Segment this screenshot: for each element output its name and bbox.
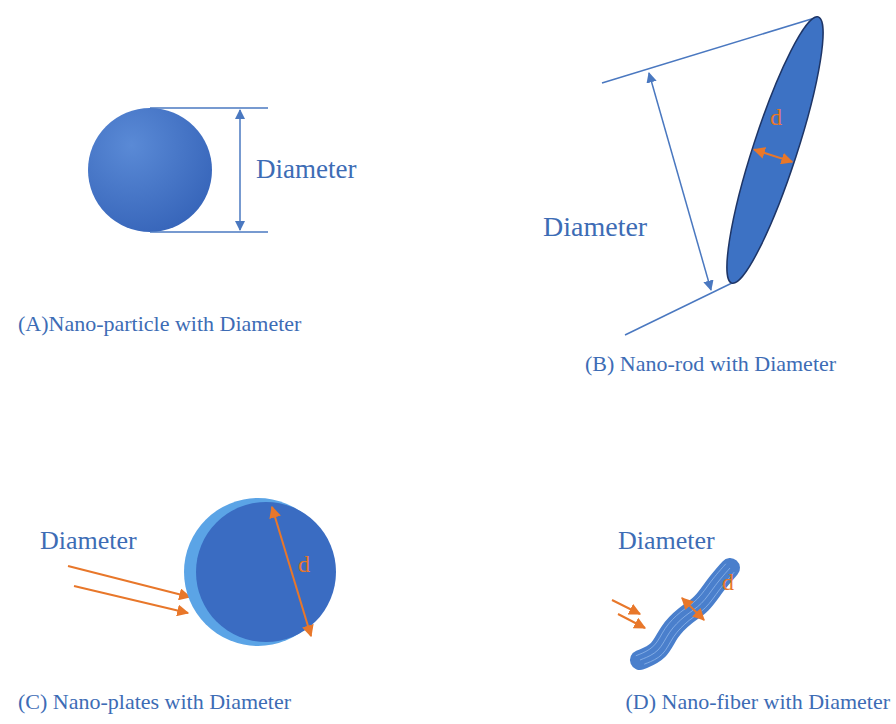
figure-caption: (B) Nano-rod with Diameter xyxy=(585,352,836,376)
fiber-strand xyxy=(644,572,734,664)
figure-caption: (C) Nano-plates with Diameter xyxy=(18,690,291,714)
extension-line xyxy=(150,231,268,233)
dimension-label: Diameter xyxy=(256,155,356,185)
extension-line xyxy=(150,107,268,109)
dimension-label: Diameter xyxy=(543,212,647,243)
leader-arrow xyxy=(612,600,640,614)
leader-arrow xyxy=(68,566,190,597)
plate-face xyxy=(196,502,336,642)
width-arrow xyxy=(754,150,792,162)
nanorod-outline xyxy=(700,5,850,305)
dimension-symbol: d xyxy=(298,552,310,576)
nanoplate: d xyxy=(180,490,350,660)
diameter-arrow xyxy=(682,598,704,620)
nanofiber: d xyxy=(630,560,750,670)
dimension-arrow xyxy=(649,73,711,290)
nanoparticle xyxy=(88,108,212,232)
dimension-symbol: d xyxy=(770,105,782,129)
dimension-label: Diameter xyxy=(40,527,137,556)
dimension-symbol: d xyxy=(722,570,734,594)
leader-arrow xyxy=(618,614,645,628)
diameter-arrow xyxy=(272,507,311,636)
fiber-strand xyxy=(636,564,726,656)
nanoplate-outline xyxy=(180,490,350,660)
nanorod: d xyxy=(700,5,850,305)
leader-arrow xyxy=(74,586,188,613)
figure-caption: (A)Nano-particle with Diameter xyxy=(18,312,301,336)
dimension-label: Diameter xyxy=(618,527,715,556)
extension-line xyxy=(625,283,732,335)
fiber-strand xyxy=(640,568,730,660)
figure-caption: (D) Nano-fiber with Diameter xyxy=(625,690,890,714)
dimension-arrow xyxy=(239,110,241,230)
nanorod-body xyxy=(711,10,839,290)
